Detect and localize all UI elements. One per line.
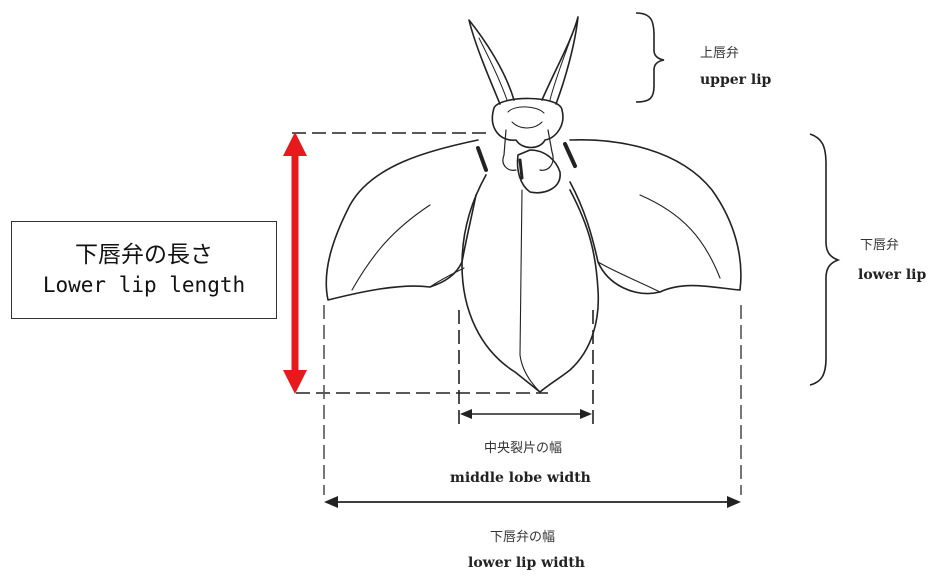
lower-lip-length-label-en: Lower lip length [43, 270, 245, 300]
lower-lip-width-label-en: lower lip width [468, 555, 585, 571]
upper-lip-brace [636, 13, 664, 102]
flower-column [492, 98, 562, 147]
length-arrow [283, 132, 307, 394]
middle-lobe-width-label-en: middle lobe width [450, 470, 591, 486]
lower-lip-brace [810, 134, 838, 385]
lower-lip-middle-lobe [462, 175, 598, 392]
lower-lip-label-en: lower lip [858, 267, 926, 283]
length-guides [292, 133, 548, 393]
middle-lobe-width-arrow [460, 409, 592, 419]
upper-lip-left-petal [469, 20, 514, 104]
upper-lip-label-en: upper lip [700, 72, 771, 88]
orchid-flower-illustration [326, 17, 741, 392]
lower-lip-width-guides [324, 305, 741, 495]
upper-lip-label-jp: 上唇弁 [700, 42, 739, 61]
lower-lip-length-label-jp: 下唇弁の長さ [75, 240, 213, 270]
lower-lip-width-label-jp: 下唇弁の幅 [490, 526, 555, 545]
lower-lip-left-lobe [326, 140, 478, 300]
upper-lip-right-petal [542, 17, 578, 104]
lower-lip-label-jp: 下唇弁 [860, 234, 899, 253]
lower-lip-length-box: 下唇弁の長さ Lower lip length [11, 221, 277, 319]
middle-lobe-width-label-jp: 中央裂片の幅 [484, 437, 562, 456]
lower-lip-width-arrow [324, 496, 741, 508]
